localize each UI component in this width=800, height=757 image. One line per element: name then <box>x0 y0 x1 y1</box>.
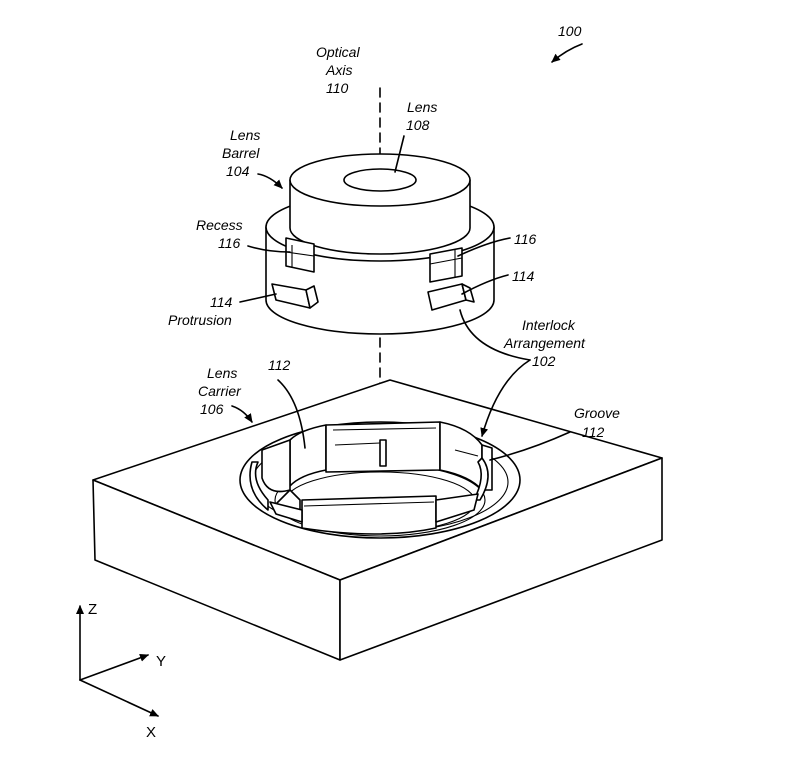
lens-ref: 108 <box>406 117 430 133</box>
protrusion-ref-right: 114 <box>512 268 535 284</box>
recess-ref-right: 116 <box>514 231 537 247</box>
lens-carrier-ref: 106 <box>200 401 224 417</box>
interlock-ref: 102 <box>532 353 556 369</box>
figure-number: 100 <box>558 23 582 39</box>
recess-ref-left: 116 <box>218 235 241 251</box>
interlock-label-line1: Interlock <box>522 317 576 333</box>
lens-barrel-ref: 104 <box>226 163 250 179</box>
optical-axis-ref: 110 <box>326 80 349 96</box>
barrel-protrusions <box>271 283 475 311</box>
barrel-recesses <box>285 237 463 283</box>
protrusion-label: Protrusion <box>168 312 232 328</box>
groove-ref-left: 112 <box>268 357 291 373</box>
leader-lines <box>231 43 583 461</box>
carrier-wall-front <box>269 493 479 535</box>
lens-carrier-label-line1: Lens <box>207 365 237 381</box>
z-axis-label: Z <box>88 601 97 618</box>
coordinate-axes <box>76 605 159 717</box>
lens-barrel-label-line2: Barrel <box>222 145 260 161</box>
carrier-wall-back <box>289 421 441 487</box>
x-axis-label: X <box>146 724 156 741</box>
y-axis-label: Y <box>156 653 166 670</box>
optical-axis-label-line1: Optical <box>316 44 360 60</box>
lens-barrel-label-line1: Lens <box>230 127 260 143</box>
x-axis-arrow <box>79 679 159 717</box>
recess-label: Recess <box>196 217 243 233</box>
groove-ref-right: 112 <box>582 424 605 440</box>
y-axis-arrow <box>79 654 149 681</box>
lens-label: Lens <box>407 99 437 115</box>
interlock-label-line2: Arrangement <box>503 335 586 351</box>
groove-label: Groove <box>574 405 620 421</box>
optical-axis-label-line2: Axis <box>325 62 352 78</box>
lens-carrier-label-line2: Carrier <box>198 383 242 399</box>
protrusion-ref-left: 114 <box>210 294 233 310</box>
carrier-wall-right <box>439 421 493 501</box>
